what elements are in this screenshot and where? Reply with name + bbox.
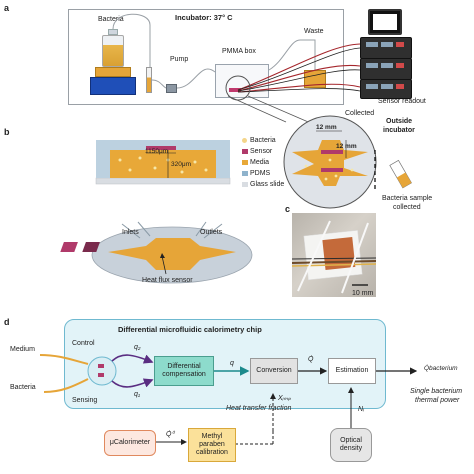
q-bacterium-label: Q̇bacterium (424, 365, 458, 372)
q-dot-zero-label: Q̇⁰ (166, 431, 175, 438)
heat-flux-label: Heat flux sensor (142, 277, 193, 284)
outlets-label: Outlets (200, 229, 223, 236)
single-bacterium-line2: thermal power (415, 397, 460, 404)
bacteria-bottle-label: Bacteria (98, 16, 124, 23)
panel-b-letter: b (4, 127, 10, 137)
stir-plate-base (90, 77, 136, 95)
sensing-label: Sensing (72, 397, 98, 404)
readout-monitor (368, 9, 402, 35)
x-imp-label: Xᵢₘₚ (278, 395, 291, 402)
collection-tube (146, 67, 152, 93)
panel-c-letter: c (285, 204, 291, 214)
chip-photo (292, 213, 376, 297)
q-dot-label: Q̇ (308, 356, 314, 363)
bacteria-input-label: Bacteria (10, 384, 36, 391)
sample-label-line2: collected (393, 204, 421, 211)
pmma-box-label: PMMA box (222, 48, 256, 55)
pump-label: Pump (170, 56, 189, 63)
height-dimension: 320μm (171, 161, 192, 168)
width-dimension: 1150μm (145, 148, 169, 155)
chip-in-box (229, 88, 241, 92)
legend-swatch-media (242, 160, 248, 165)
optical-line2: density (339, 445, 363, 452)
n-i-label: Nᵢ (358, 406, 364, 413)
legend-label: Media (250, 159, 270, 166)
methyl-line1: Methyl (201, 432, 223, 440)
single-bacterium-line1: Single bacterium (410, 388, 463, 395)
inlets-label: Inlets (122, 229, 139, 236)
estimation-block: Estimation (328, 358, 376, 384)
sensor-readout-label: Sensor readout (378, 98, 426, 105)
ucalorimeter-block: μCalorimeter (104, 430, 156, 456)
bottle-cap (108, 29, 118, 35)
incubator-box (68, 9, 344, 105)
panel-d-letter: d (4, 317, 10, 327)
outside-label: Outside (386, 118, 413, 125)
q1-label: q₁ (134, 391, 141, 398)
bacteria-bottle (102, 35, 124, 67)
heat-transfer-label: Heat transfer fraction (226, 405, 292, 412)
medium-label: Medium (10, 346, 35, 353)
q2-label: q₂ (134, 344, 141, 351)
legend-swatch-sensor (242, 149, 248, 154)
waste-label: Waste (304, 28, 324, 35)
zoom-dimension-horizontal: 12 mm (316, 124, 337, 131)
optical-line1: Optical (340, 436, 362, 444)
sample-label-line1: Bacteria sample (382, 195, 433, 202)
panel-a-letter: a (4, 3, 10, 13)
chip-photo-detail (292, 220, 376, 294)
legend-swatch-bacteria (242, 138, 247, 143)
control-label: Control (72, 340, 95, 347)
diff-comp-line1: Differential (167, 362, 201, 370)
incubator-label: Incubator: 37° C (175, 13, 233, 22)
methyl-line3: calibration (196, 449, 228, 457)
q-label: q (230, 360, 234, 367)
incubator-b-label: incubator (383, 127, 415, 134)
stir-plate (95, 67, 131, 77)
conversion-block: Conversion (250, 358, 298, 384)
legend-swatch-glass (242, 182, 248, 187)
pump-body (166, 84, 177, 93)
legend-label: Sensor (250, 148, 273, 155)
legend-label: PDMS (250, 170, 271, 177)
readout-unit-3 (360, 79, 412, 99)
diff-comp-line2: compensation (162, 371, 206, 378)
scale-bar-label: 10 mm (352, 290, 374, 297)
legend-label: Glass slide (250, 181, 285, 188)
legend-label: Bacteria (250, 137, 276, 144)
legend-swatch-pdms (242, 171, 248, 176)
chip-title: Differential microfluidic calorimetry ch… (118, 325, 262, 334)
collected-label: Collected (345, 110, 375, 117)
methyl-line2: paraben (199, 440, 225, 448)
zoom-dimension-vertical: 12 mm (336, 143, 357, 150)
